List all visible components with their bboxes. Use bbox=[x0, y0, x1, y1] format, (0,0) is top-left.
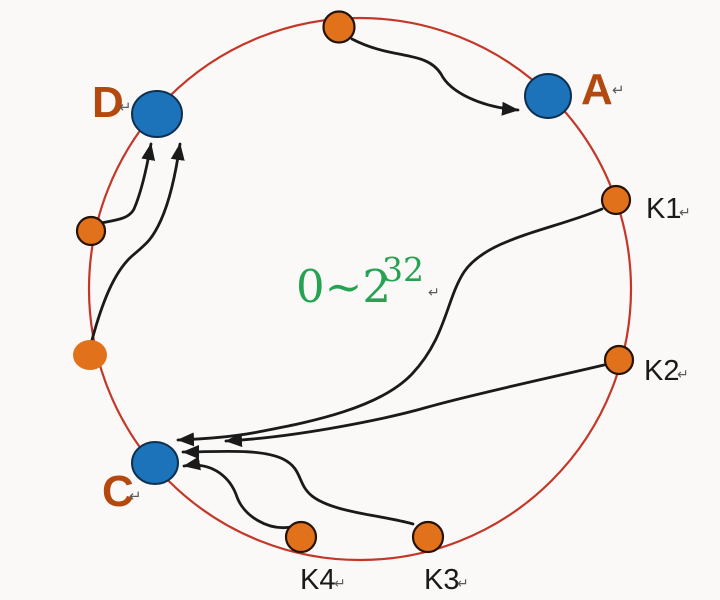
arrow-k4-to-c bbox=[182, 456, 293, 530]
arrow-left-lower-key-to-d bbox=[90, 142, 185, 342]
arrow-k1-to-c bbox=[176, 207, 604, 447]
label-server-a: A bbox=[581, 65, 613, 114]
arrow-left-upper-key-to-d bbox=[99, 142, 156, 225]
hash-ring-circle bbox=[87, 16, 633, 562]
return-mark-k3: ↵ bbox=[457, 576, 469, 592]
key-node-k2 bbox=[603, 344, 635, 376]
arrow-top-key-to-a bbox=[350, 37, 520, 116]
label-key-k1: K1 bbox=[646, 193, 681, 225]
key-node-top bbox=[322, 10, 356, 44]
label-key-k3: K3 bbox=[424, 564, 459, 596]
return-mark-c: ↵ bbox=[129, 487, 142, 505]
key-node-left-upper bbox=[75, 215, 107, 247]
key-node-left-lower bbox=[73, 340, 107, 370]
label-key-k2: K2 bbox=[644, 355, 679, 387]
label-key-k4: K4 bbox=[300, 564, 335, 596]
return-mark-k4: ↵ bbox=[334, 576, 346, 592]
ring-range-exponent: 32 bbox=[382, 250, 424, 289]
key-node-k1 bbox=[600, 184, 632, 216]
return-mark-d: ↵ bbox=[119, 98, 132, 116]
label-server-c: C bbox=[102, 467, 134, 516]
arrow-k2-to-c bbox=[224, 363, 606, 448]
return-mark-a: ↵ bbox=[612, 81, 625, 99]
label-server-d: D bbox=[92, 78, 124, 127]
return-mark-k1: ↵ bbox=[679, 205, 691, 221]
return-mark-k2: ↵ bbox=[677, 367, 689, 383]
ring-range-base: 0~2 bbox=[296, 260, 391, 313]
arrow-k3-to-c bbox=[181, 444, 415, 526]
return-mark-range: ↵ bbox=[428, 285, 440, 301]
server-node-a bbox=[524, 73, 572, 119]
server-node-c bbox=[131, 441, 179, 485]
server-node-d bbox=[131, 90, 183, 138]
key-node-k4 bbox=[284, 520, 318, 554]
key-node-k3 bbox=[411, 520, 445, 554]
